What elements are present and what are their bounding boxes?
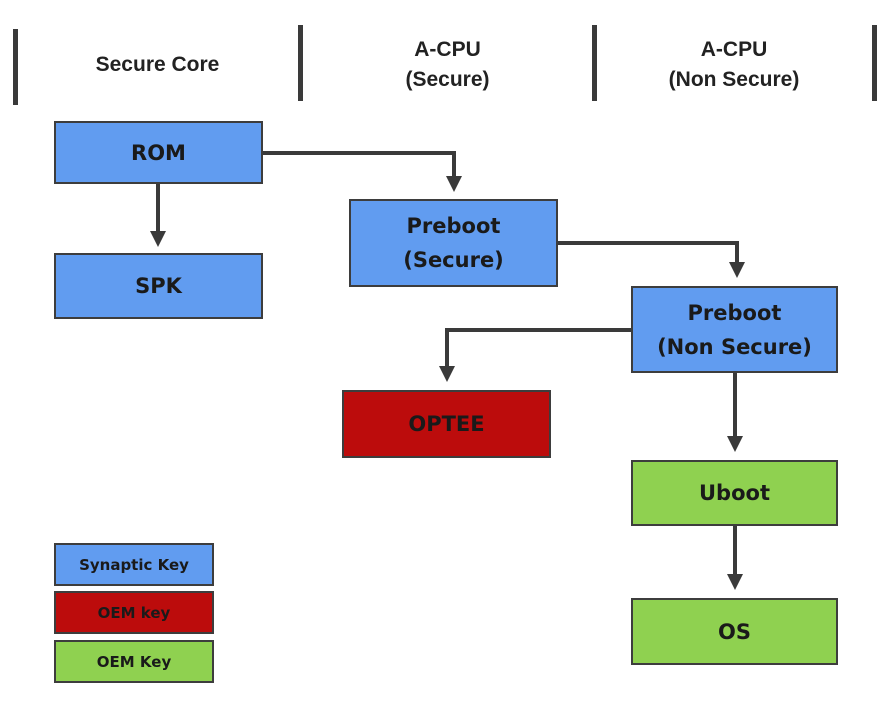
column-header-secure-core: Secure Core [95, 53, 220, 76]
legend-oem-key-green: OEM Key [54, 640, 214, 683]
legend-oem-key-red: OEM key [54, 591, 214, 634]
rom-box: ROM [54, 121, 263, 184]
spk-box: SPK [54, 253, 263, 319]
arrow-preboot-nonsecure-to-optee [439, 328, 631, 382]
column-divider [298, 25, 303, 101]
preboot-nonsecure-box: Preboot (Non Secure) [631, 286, 838, 373]
legend-synaptic-key: Synaptic Key [54, 543, 214, 586]
column-header-acpu-secure: A-CPU (Secure) [405, 38, 490, 91]
column-header-acpu-nonsecure: A-CPU (Non Secure) [668, 38, 800, 91]
arrow-rom-to-preboot-secure [263, 151, 462, 192]
uboot-box: Uboot [631, 460, 838, 526]
arrow-preboot-secure-to-preboot-nonsecure [558, 241, 745, 278]
preboot-secure-box: Preboot (Secure) [349, 199, 558, 287]
os-box: OS [631, 598, 838, 665]
column-divider [872, 25, 877, 101]
column-divider [13, 29, 18, 105]
column-divider [592, 25, 597, 101]
optee-box: OPTEE [342, 390, 551, 458]
